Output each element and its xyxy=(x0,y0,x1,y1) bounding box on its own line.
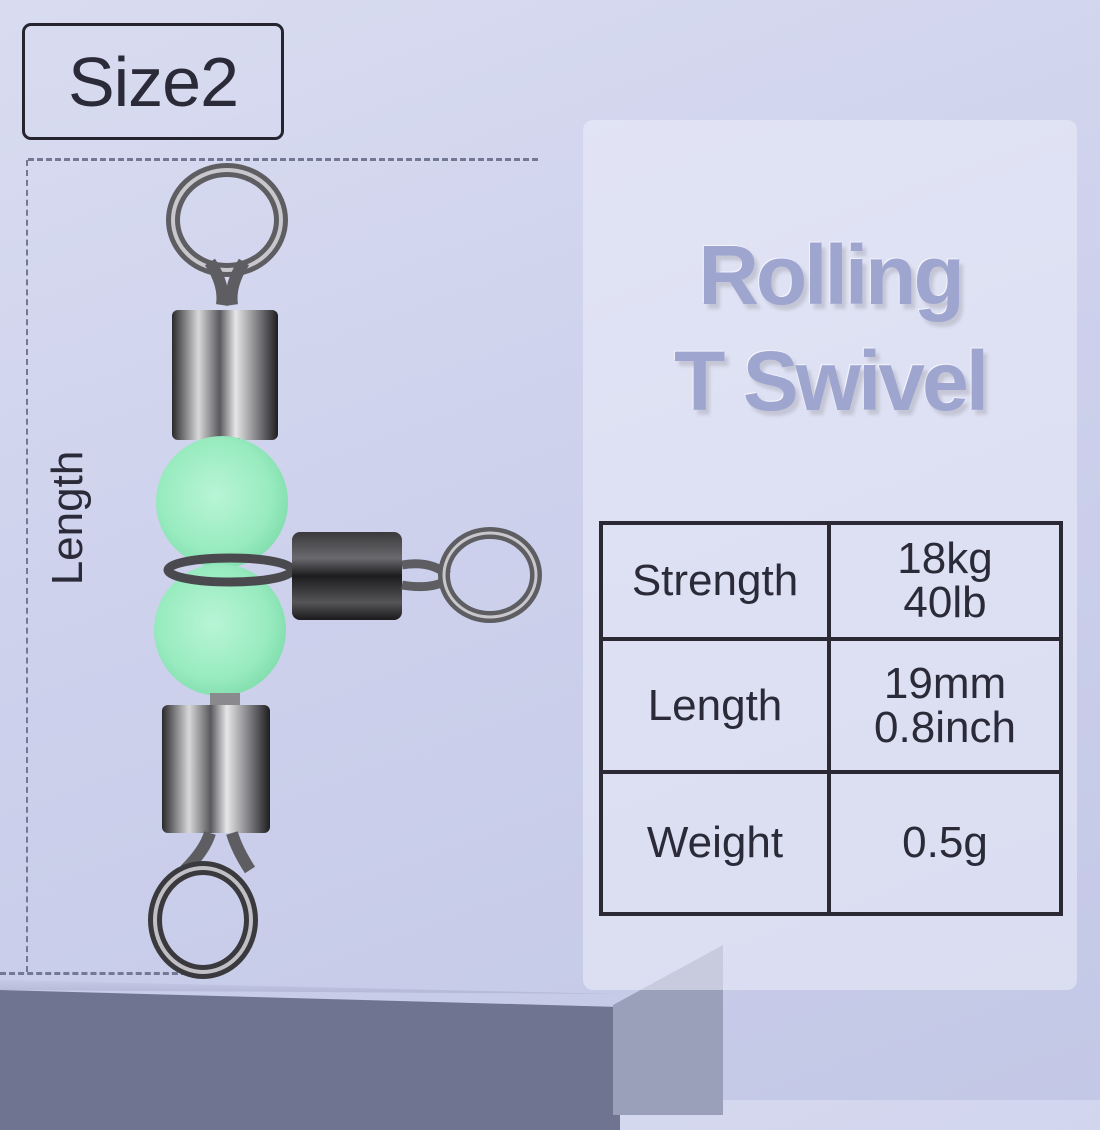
spec-value: 19mm 0.8inch xyxy=(827,637,1063,774)
spec-value-line: 40lb xyxy=(903,578,987,627)
size-badge: Size2 xyxy=(22,23,284,140)
spec-value-line: 0.5g xyxy=(902,818,988,867)
display-block-edge xyxy=(0,980,620,994)
spec-label: Strength xyxy=(599,521,831,641)
spec-value: 0.5g xyxy=(827,770,1063,916)
size-label: Size2 xyxy=(67,42,239,121)
spec-table: Strength 18kg 40lb Length 19mm 0.8inch W… xyxy=(599,521,1063,916)
table-row: Length 19mm 0.8inch xyxy=(599,637,1063,774)
spec-value-line: 19mm xyxy=(883,658,1007,708)
spec-label: Weight xyxy=(599,770,831,916)
title-line-1: Rolling xyxy=(698,228,965,322)
dimension-line-bottom xyxy=(0,972,196,975)
dimension-line-top xyxy=(28,158,538,161)
table-row: Strength 18kg 40lb xyxy=(599,521,1063,641)
dimension-line-left xyxy=(26,160,28,972)
table-row: Weight 0.5g xyxy=(599,770,1063,916)
spec-label: Length xyxy=(599,637,831,774)
dimension-length-label: Length xyxy=(43,450,92,586)
spec-value-line: 18kg xyxy=(897,534,993,583)
title-line-2: T Swivel xyxy=(673,334,989,428)
top-eye-ring-icon xyxy=(166,163,288,306)
display-block-front xyxy=(0,990,620,1130)
product-title: Rolling T Swivel xyxy=(583,222,1077,434)
side-eye-ring-icon xyxy=(401,527,542,623)
spec-value-line: 0.8inch xyxy=(874,702,1016,752)
spec-value: 18kg 40lb xyxy=(827,521,1063,641)
bottom-eye-ring-icon xyxy=(148,831,258,979)
